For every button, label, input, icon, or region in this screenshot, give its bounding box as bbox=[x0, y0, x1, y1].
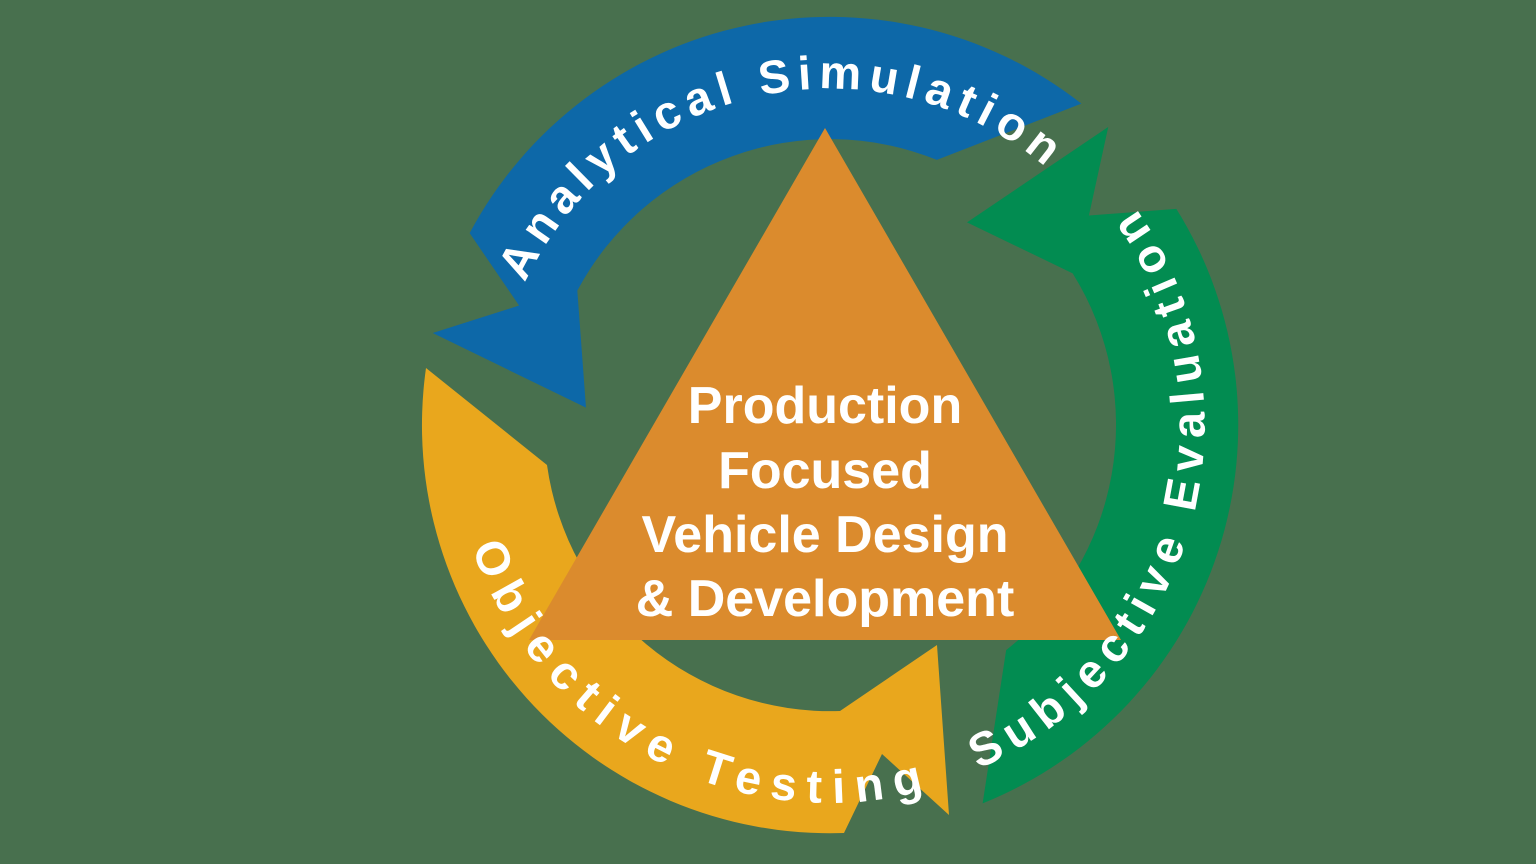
triangle-line-1: Production bbox=[688, 377, 962, 435]
triangle-line-2: Focused bbox=[718, 442, 932, 500]
triangle-text: Production Focused Vehicle Design & Deve… bbox=[636, 377, 1015, 628]
triangle-line-4: & Development bbox=[636, 570, 1015, 628]
center-triangle bbox=[529, 128, 1121, 640]
triangle-line-3: Vehicle Design bbox=[641, 506, 1008, 564]
